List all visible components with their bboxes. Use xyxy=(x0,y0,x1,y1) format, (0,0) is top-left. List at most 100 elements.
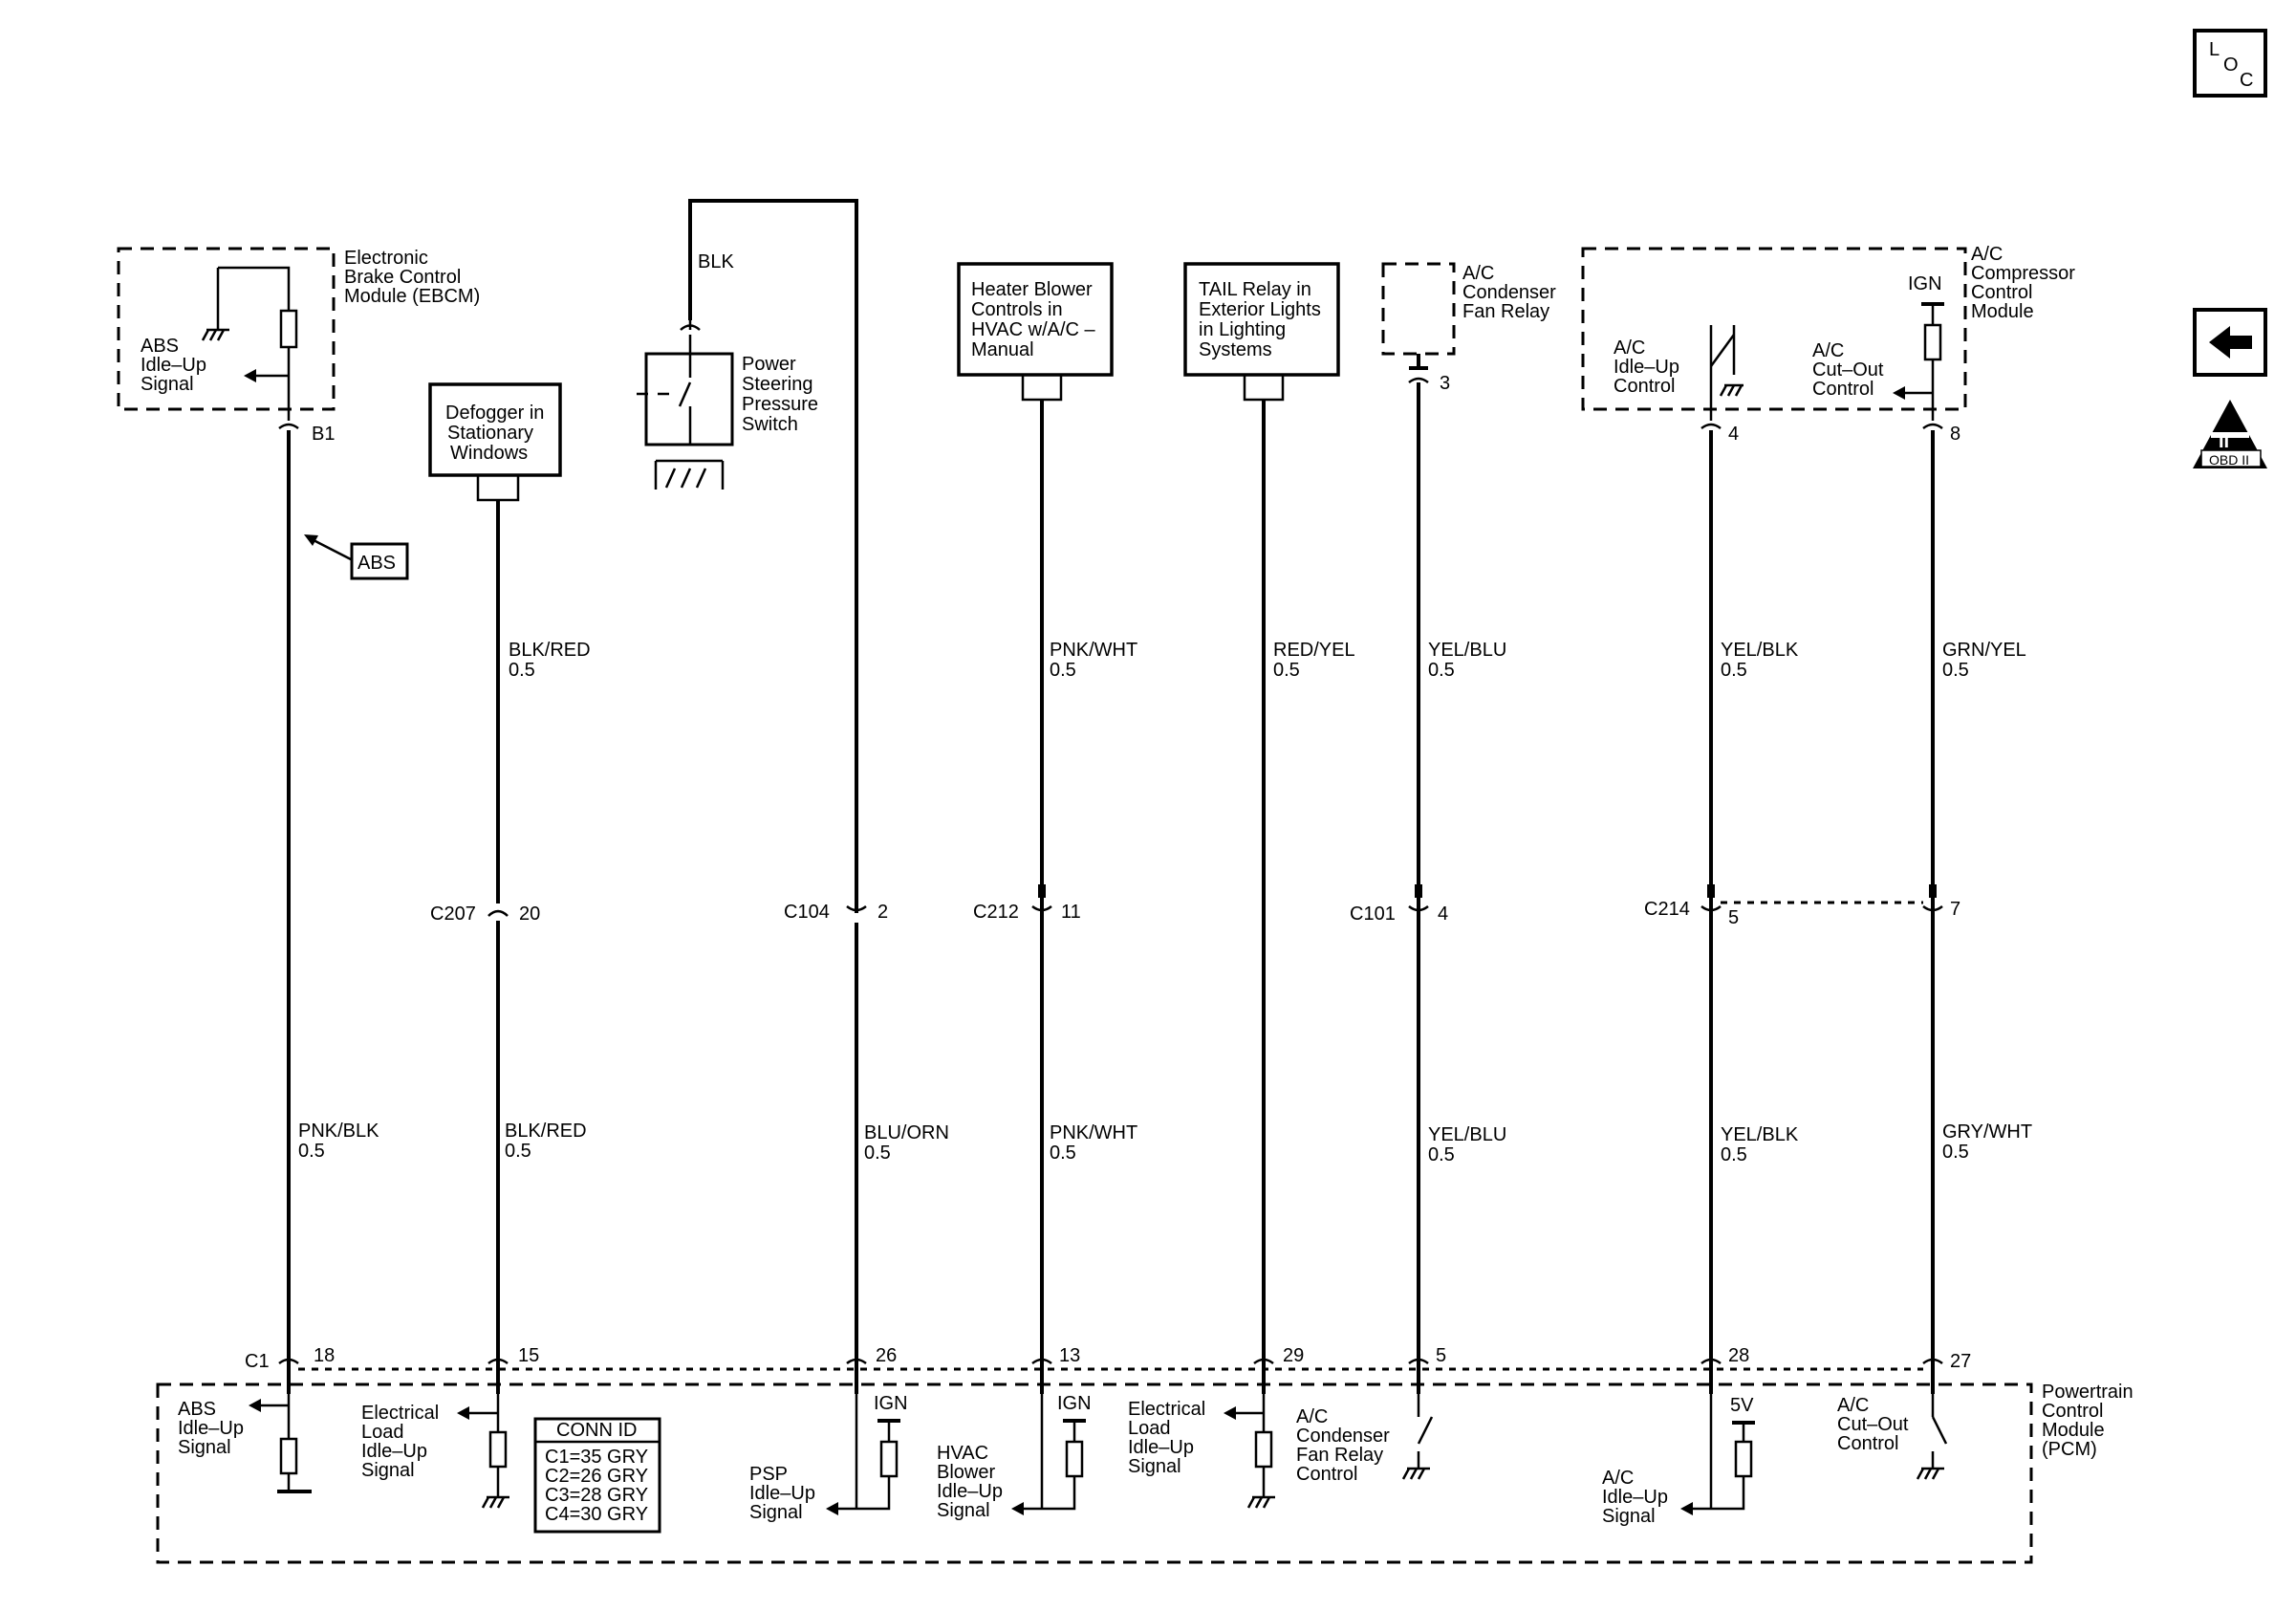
conn-c104-pin: 2 xyxy=(877,902,888,923)
left-arrow-icon[interactable] xyxy=(2193,308,2267,377)
wire-label-color: PNK/WHT xyxy=(1050,640,1137,661)
pcm-module: Powertrain Control Module (PCM) ABS Idle… xyxy=(156,1377,2134,1564)
resistor-icon xyxy=(279,309,298,349)
conn-c214: C214 xyxy=(1644,899,1690,920)
pcm-el-1: Electrical xyxy=(361,1403,439,1424)
ebcm-module: Electronic Brake Control Module (EBCM) A… xyxy=(117,247,480,421)
resistor-icon xyxy=(1065,1440,1084,1478)
comp-cut-3: Control xyxy=(1812,379,1874,400)
heater-title-1: Heater Blower xyxy=(971,279,1093,300)
loc-icon-o: O xyxy=(2223,54,2239,76)
pcm-hv-2: Blower xyxy=(937,1462,995,1483)
pcm-hv-3: Idle–Up xyxy=(937,1481,1003,1502)
pcm-pin: 13 xyxy=(1059,1345,1080,1366)
wire-label-color: BLK/RED xyxy=(505,1121,587,1142)
wire-label-gauge: 0.5 xyxy=(1721,660,1747,681)
conn-id-row: C1=35 GRY xyxy=(545,1447,648,1468)
heater-title-4: Manual xyxy=(971,339,1034,360)
conn-c1: C1 xyxy=(245,1351,270,1372)
pin-8: 8 xyxy=(1950,424,1960,445)
pin-b1: B1 xyxy=(312,424,335,445)
pcm-hv-1: HVAC xyxy=(937,1443,988,1464)
heater-title-2: Controls in xyxy=(971,299,1063,320)
heater-title-3: HVAC w/A/C – xyxy=(971,319,1096,340)
wire-label-color: PNK/WHT xyxy=(1050,1122,1137,1143)
comp-cut-1: A/C xyxy=(1812,340,1844,361)
wire-label-color: BLU/ORN xyxy=(864,1122,949,1143)
pcm-connector-c1: C1 18 15 26 13 29 5 28 27 xyxy=(245,1345,1971,1372)
wire-labels-lower: PNK/BLK 0.5 BLK/RED 0.5 BLU/ORN 0.5 PNK/… xyxy=(298,1121,2032,1165)
conn-c207: C207 xyxy=(430,903,476,925)
compressor-title-4: Module xyxy=(1971,301,2034,322)
wire-label-gauge: 0.5 xyxy=(1428,1144,1455,1165)
wire-label-gauge: 0.5 xyxy=(509,660,535,681)
pcm-ac-1: A/C xyxy=(1602,1468,1634,1489)
wire-label-gauge: 0.5 xyxy=(1942,660,1969,681)
pcm-pin: 29 xyxy=(1283,1345,1304,1366)
obd-ii-icon[interactable]: II OBD II xyxy=(2193,400,2267,468)
comp-idle-1: A/C xyxy=(1614,337,1645,359)
resistor-icon xyxy=(488,1430,508,1469)
pcm-cf-1: A/C xyxy=(1296,1406,1328,1427)
ground-icon xyxy=(201,328,229,341)
pcm-abs-3: Signal xyxy=(178,1437,231,1458)
ebcm-signal-1: ABS xyxy=(141,336,179,357)
wire-label-gauge: 0.5 xyxy=(1273,660,1300,681)
wires xyxy=(287,382,1935,1377)
tail-title-1: TAIL Relay in xyxy=(1199,279,1311,300)
ac-condenser-relay: A/C Condenser Fan Relay xyxy=(1381,262,1556,384)
pcm-psp-1: PSP xyxy=(749,1464,788,1485)
pcm-el2-3: Idle–Up xyxy=(1128,1437,1194,1458)
condenser-title-1: A/C xyxy=(1462,263,1494,284)
conn-id-table: CONN ID C1=35 GRY C2=26 GRY C3=28 GRY C4… xyxy=(533,1417,661,1534)
condenser-title-3: Fan Relay xyxy=(1462,301,1549,322)
psps-title-4: Switch xyxy=(742,414,798,435)
loc-icon-l: L xyxy=(2209,39,2220,60)
defogger-title-3: Windows xyxy=(450,443,528,464)
pcm-hv-4: Signal xyxy=(937,1500,990,1521)
comp-idle-3: Control xyxy=(1614,376,1675,397)
ebcm-title-3: Module (EBCM) xyxy=(344,286,480,307)
resistor-icon xyxy=(1734,1440,1753,1478)
pcm-psp-2: Idle–Up xyxy=(749,1483,815,1504)
loc-icon[interactable]: L O C xyxy=(2193,29,2267,98)
wire-label-color: YEL/BLK xyxy=(1721,640,1799,661)
psps-wire-label: BLK xyxy=(698,251,734,272)
pcm-co-1: A/C xyxy=(1837,1395,1869,1416)
wire-label-gauge: 0.5 xyxy=(298,1141,325,1162)
compressor-title-3: Control xyxy=(1971,282,2032,303)
conn-id-row: C4=30 GRY xyxy=(545,1504,648,1525)
pcm-title-1: Powertrain xyxy=(2042,1382,2134,1403)
conn-c214-pin-7: 7 xyxy=(1950,899,1960,920)
wire-label-color: PNK/BLK xyxy=(298,1121,379,1142)
pcm-co-3: Control xyxy=(1837,1433,1898,1454)
abs-tag[interactable]: ABS xyxy=(304,534,409,580)
pcm-psp-3: Signal xyxy=(749,1502,803,1523)
ebcm-title-2: Brake Control xyxy=(344,267,461,288)
comp-ign: IGN xyxy=(1908,273,1942,294)
ac-compressor-module: A/C Compressor Control Module A/C Idle–U… xyxy=(1581,244,2075,421)
wire-label-gauge: 0.5 xyxy=(864,1143,891,1164)
ground-icon xyxy=(481,1495,509,1509)
conn-c104: C104 xyxy=(784,902,830,923)
ebcm-signal-3: Signal xyxy=(141,374,194,395)
conn-c101-pin: 4 xyxy=(1438,903,1448,925)
conn-c212-pin: 11 xyxy=(1061,902,1081,923)
wire-label-gauge: 0.5 xyxy=(1428,660,1455,681)
pcm-ign: IGN xyxy=(874,1393,908,1414)
tail-relay-box: TAIL Relay in Exterior Lights in Lightin… xyxy=(1183,262,1340,402)
defogger-box: Defogger in Stationary Windows xyxy=(428,382,562,502)
defogger-title-1: Defogger in xyxy=(445,403,544,424)
comp-idle-2: Idle–Up xyxy=(1614,357,1679,378)
resistor-icon xyxy=(1923,323,1942,361)
inline-connectors: C207 20 C104 2 C212 11 C101 4 C214 5 7 xyxy=(430,884,1960,932)
wire-label-gauge: 0.5 xyxy=(1942,1142,1969,1163)
loc-icon-c: C xyxy=(2240,70,2253,91)
wire-label-color: YEL/BLK xyxy=(1721,1124,1799,1145)
pcm-el2-2: Load xyxy=(1128,1418,1171,1439)
wire-label-gauge: 0.5 xyxy=(1050,660,1076,681)
pcm-title-3: Module xyxy=(2042,1420,2105,1441)
resistor-icon xyxy=(1254,1430,1273,1469)
abs-tag-label: ABS xyxy=(357,553,396,574)
